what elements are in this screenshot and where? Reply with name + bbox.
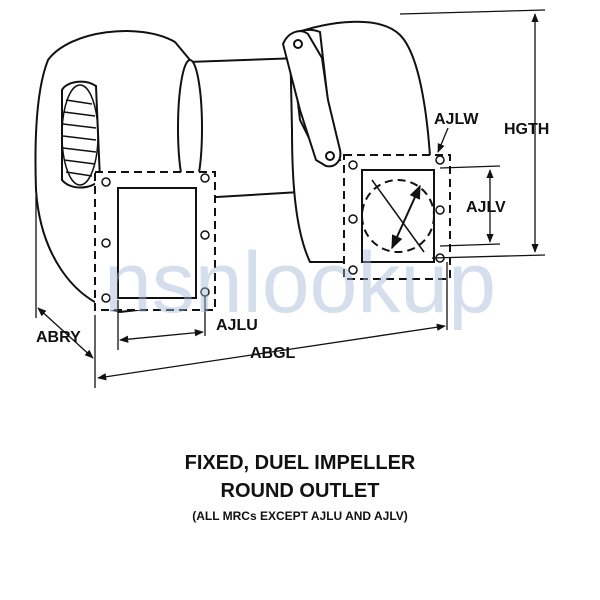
caption-line-3: (ALL MRCs EXCEPT AJLU AND AJLV) [192, 509, 408, 523]
caption-line-2: ROUND OUTLET [220, 480, 380, 502]
abgl-label: ABGL [250, 345, 296, 362]
hgth-label: HGTH [504, 121, 549, 138]
left-impeller-icon [61, 84, 99, 186]
ajlv-dimension [439, 165, 501, 247]
abgl-dimension [97, 262, 448, 381]
motor-cylinder [177, 56, 320, 200]
hgth-dimension [399, 9, 546, 259]
ajlv-label: AJLV [466, 199, 506, 216]
right-outlet-flange [343, 154, 451, 280]
ajlw-label: AJLW [434, 111, 479, 128]
abry-dimension [35, 196, 96, 388]
watermark-text: nsnlookup [104, 235, 496, 331]
left-outlet-flange [94, 171, 216, 311]
ajlw-dimension [437, 127, 449, 153]
caption-line-1: FIXED, DUEL IMPELLER [184, 452, 416, 474]
mounting-bracket [281, 30, 342, 168]
abry-label: ABRY [36, 329, 81, 346]
